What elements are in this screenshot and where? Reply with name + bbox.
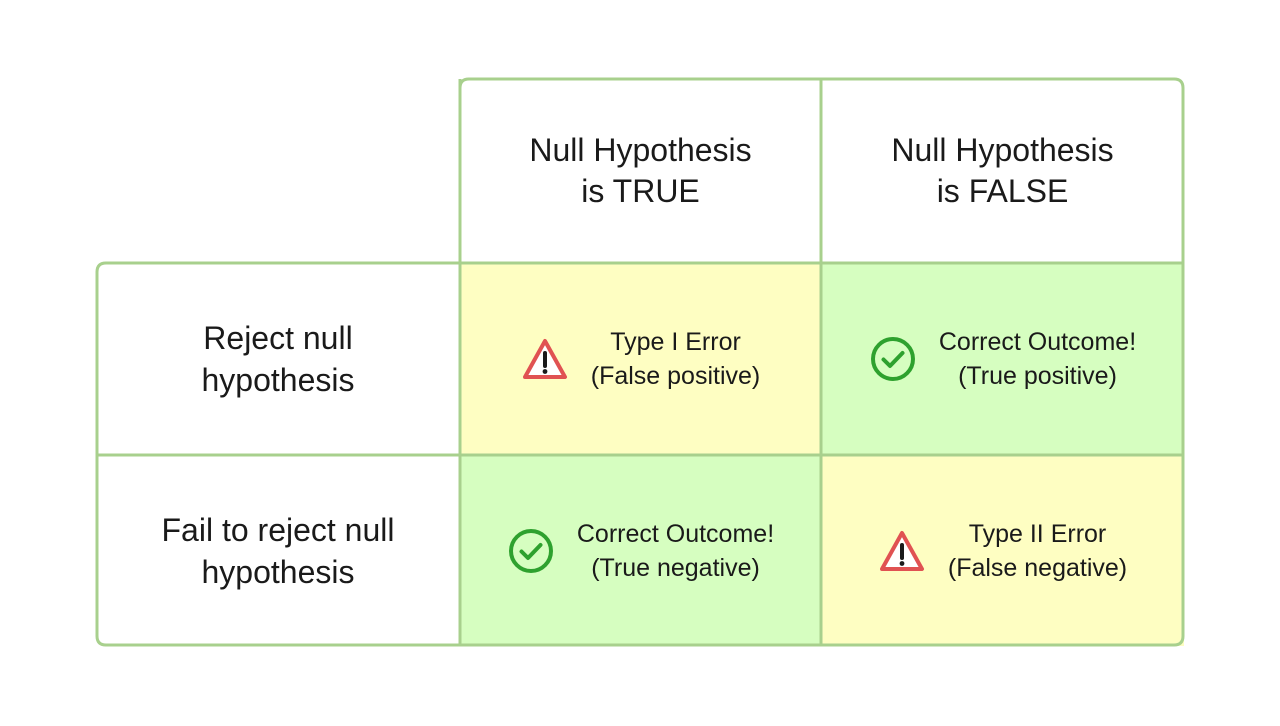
outcome-title: Correct Outcome! [576, 519, 775, 548]
header-label: Null Hypothesis is FALSE [891, 130, 1113, 212]
outcome-subtitle: (False positive) [590, 362, 761, 390]
header-line-2: is FALSE [936, 172, 1069, 209]
outcome-subtitle: (True positive) [958, 362, 1117, 390]
row-label-fail-to-reject: Fail to reject null hypothesis [96, 455, 460, 646]
row-line-1: Fail to reject null [161, 511, 395, 548]
check-circle-icon [869, 335, 917, 383]
cell-type-2-error: Type II Error (False negative) [821, 455, 1184, 646]
outcome-subtitle: (False negative) [947, 553, 1128, 582]
row-line-2: hypothesis [201, 553, 355, 590]
outcome-title: Type I Error [610, 328, 741, 356]
outcome-label: Type II Error (False negative) [948, 517, 1127, 585]
header-line-1: Null Hypothesis [891, 131, 1114, 168]
outcome-title: Correct Outcome! [938, 328, 1137, 356]
warning-icon [521, 337, 569, 381]
cell-type-1-error: Type I Error (False positive) [460, 263, 821, 455]
row-line-2: hypothesis [201, 362, 355, 398]
row-label: Reject null hypothesis [202, 317, 355, 401]
outcome-label: Correct Outcome! (True positive) [939, 325, 1136, 393]
outcome-label: Type I Error (False positive) [591, 325, 761, 393]
outcome-title: Type II Error [968, 519, 1107, 548]
outcome-label: Correct Outcome! (True negative) [577, 517, 774, 585]
cell-true-positive: Correct Outcome! (True positive) [821, 263, 1184, 455]
outcome-subtitle: (True negative) [591, 553, 760, 582]
header-null-false: Null Hypothesis is FALSE [821, 78, 1184, 263]
row-line-1: Reject null [203, 320, 353, 356]
header-line-2: is TRUE [581, 172, 700, 209]
check-circle-icon [507, 527, 555, 575]
header-line-1: Null Hypothesis [529, 131, 752, 168]
row-label: Fail to reject null hypothesis [162, 509, 395, 593]
cell-true-negative: Correct Outcome! (True negative) [460, 455, 821, 646]
header-label: Null Hypothesis is TRUE [529, 130, 751, 212]
header-null-true: Null Hypothesis is TRUE [460, 78, 821, 263]
row-label-reject: Reject null hypothesis [96, 263, 460, 455]
warning-icon [878, 529, 926, 573]
